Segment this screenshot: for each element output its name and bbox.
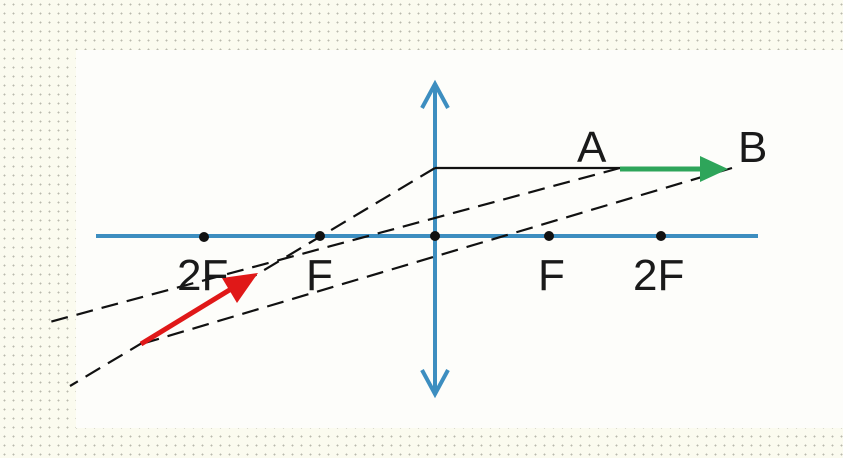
object-arrow — [620, 156, 728, 182]
label-right-2f: 2F — [633, 251, 684, 300]
left-2f-point — [199, 232, 209, 242]
dashed-ray-center-a — [45, 166, 621, 325]
dashed-rays — [45, 166, 733, 387]
right-2f-point — [656, 231, 666, 241]
label-right-f: F — [538, 251, 565, 300]
label-a: A — [577, 123, 607, 172]
label-left-f: F — [306, 251, 333, 300]
label-b: B — [738, 123, 767, 172]
arrow-down-icon — [420, 369, 450, 399]
image-arrow — [139, 273, 258, 347]
label-left-2f: 2F — [177, 251, 228, 300]
optical-center-point — [430, 231, 440, 241]
arrow-up-icon — [420, 79, 450, 109]
right-f-point — [544, 231, 554, 241]
